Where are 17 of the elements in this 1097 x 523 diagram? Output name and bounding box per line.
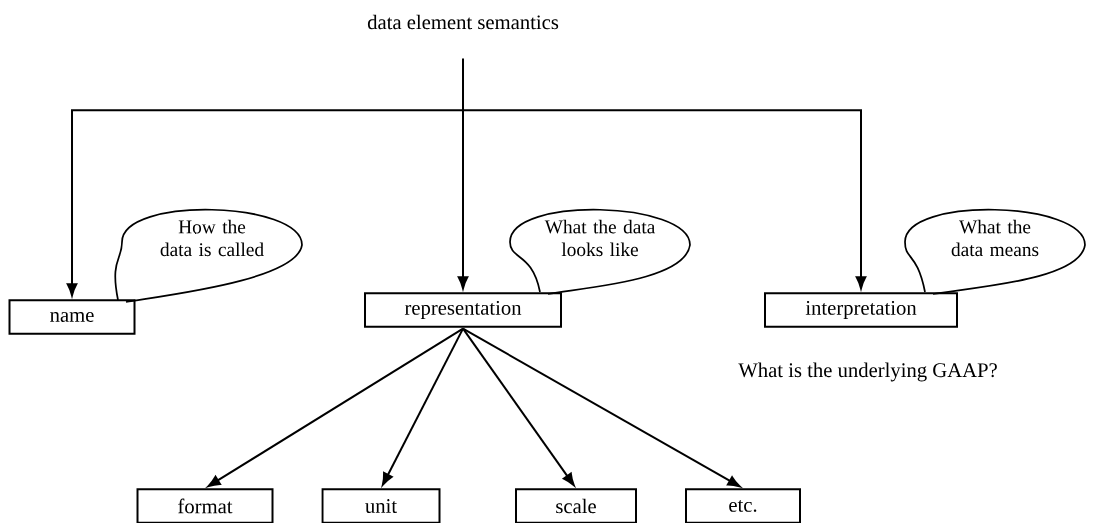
term-box: interpretation <box>764 292 958 328</box>
term-box: format <box>136 488 274 523</box>
speech-bubble: How the data is called <box>114 208 303 303</box>
arrow <box>462 327 741 488</box>
arrow <box>462 327 575 486</box>
heading-text: data element semantics <box>367 14 559 30</box>
term-box: name <box>8 299 136 335</box>
term-box: scale <box>515 488 637 523</box>
arrow <box>381 327 464 486</box>
term-box: unit <box>321 488 441 523</box>
arrow <box>207 327 464 488</box>
speech-bubble: What the data looks like <box>509 208 691 295</box>
note-text: What is the underlying GAAP? <box>738 362 997 382</box>
term-box: representation <box>364 292 562 328</box>
term-box: etc. <box>685 488 801 523</box>
arrow <box>462 57 867 290</box>
speech-bubble: What the data means <box>904 208 1086 295</box>
